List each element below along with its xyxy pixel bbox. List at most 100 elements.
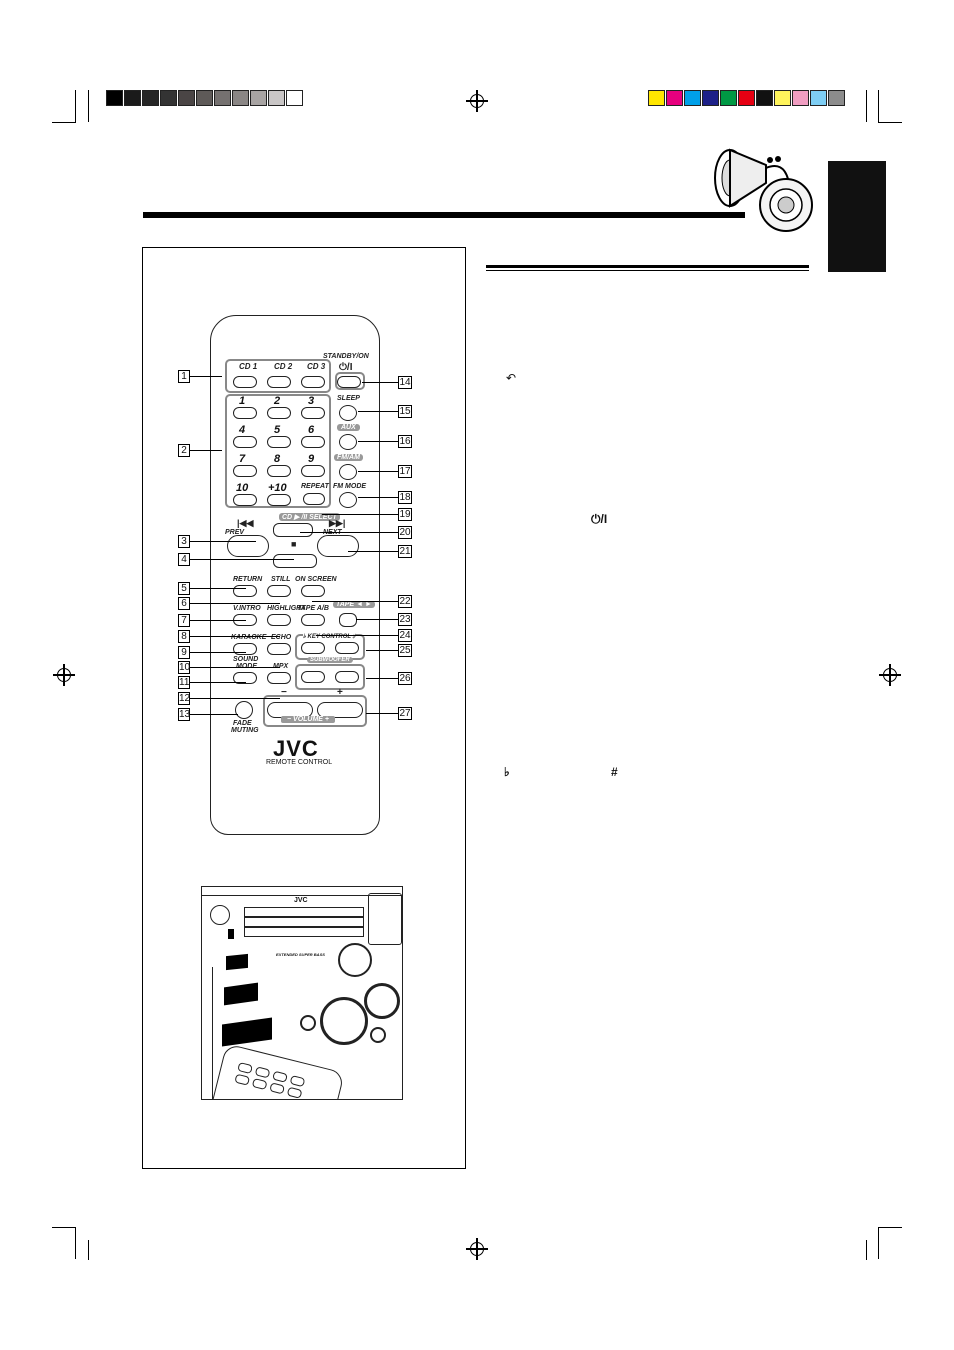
tape-button[interactable] (339, 613, 357, 627)
tapeab-button[interactable] (301, 614, 325, 626)
callout-24: 24 (398, 629, 412, 642)
callout-line (190, 588, 246, 589)
crop-mark (878, 1227, 879, 1259)
highlight-label: HIGHLIGHT (267, 605, 306, 612)
crop-mark (52, 1227, 76, 1228)
small-knob (300, 1015, 316, 1031)
crop-mark (878, 122, 902, 123)
key-sharp-button[interactable] (335, 642, 359, 654)
callout-15: 15 (398, 405, 412, 418)
crop-mark (866, 90, 867, 122)
onscreen-button[interactable] (301, 585, 325, 597)
sleep-button[interactable] (339, 405, 357, 421)
repeat-button[interactable] (303, 493, 325, 505)
key-flat-button[interactable] (301, 642, 325, 654)
num-8-button[interactable] (267, 465, 291, 477)
callout-17: 17 (398, 465, 412, 478)
num-plus10-button[interactable] (267, 494, 291, 506)
num-1-button[interactable] (233, 407, 257, 419)
play-pause-button[interactable] (273, 523, 313, 537)
num-10-button[interactable] (233, 494, 257, 506)
sleep-label: SLEEP (337, 395, 360, 402)
volume-group (263, 695, 367, 727)
aux-button[interactable] (339, 434, 357, 450)
color-swatch (702, 90, 719, 106)
mode-label: MODE (236, 663, 257, 670)
highlight-button[interactable] (267, 614, 291, 626)
subwoofer-up-button[interactable] (335, 671, 359, 683)
prev-button[interactable] (227, 535, 269, 557)
crop-mark (88, 1240, 89, 1260)
crop-mark (88, 90, 89, 122)
cd1-button[interactable] (233, 376, 257, 388)
fade-muting-button[interactable] (235, 701, 253, 719)
muting-label: MUTING (231, 727, 259, 734)
callout-line (190, 620, 246, 621)
num-7-button[interactable] (233, 465, 257, 477)
callout-4: 4 (178, 553, 190, 566)
minus-label: − (281, 687, 287, 698)
color-swatch (828, 90, 845, 106)
callout-line (190, 636, 280, 637)
standby-button[interactable] (337, 376, 361, 388)
echo-button[interactable] (267, 643, 291, 655)
crop-mark (52, 122, 76, 123)
color-swatch (250, 90, 267, 106)
callout-10: 10 (178, 661, 191, 674)
sound-label: SOUND (233, 656, 259, 663)
header-rule (143, 212, 745, 218)
color-swatch (810, 90, 827, 106)
color-swatch (756, 90, 773, 106)
return-label: RETURN (233, 576, 263, 583)
callout-20: 20 (398, 526, 412, 539)
mpx-button[interactable] (267, 672, 291, 684)
callout-line (348, 551, 398, 552)
stop-button[interactable] (273, 554, 317, 568)
still-button[interactable] (267, 585, 291, 597)
num-3-button[interactable] (301, 407, 325, 419)
fmam-label: FM/AM (334, 454, 363, 461)
crop-mark (878, 90, 879, 122)
num-8-label: 8 (274, 453, 281, 465)
callout-11: 11 (178, 676, 190, 689)
callout-line (366, 713, 398, 714)
callout-line (190, 376, 222, 377)
disc-tray-1 (244, 907, 364, 917)
color-swatch (268, 90, 285, 106)
num-2-button[interactable] (267, 407, 291, 419)
color-swatch (738, 90, 755, 106)
next-button[interactable] (317, 535, 359, 557)
num-9-button[interactable] (301, 465, 325, 477)
stop-icon: ■ (291, 539, 297, 549)
subwoofer-down-button[interactable] (301, 671, 325, 683)
fmam-button[interactable] (339, 464, 357, 480)
callout-16: 16 (398, 435, 412, 448)
plus-label: + (337, 687, 343, 698)
cd3-button[interactable] (301, 376, 325, 388)
cd2-button[interactable] (267, 376, 291, 388)
callout-12: 12 (178, 692, 191, 705)
callout-line (366, 650, 398, 651)
callout-13: 13 (178, 708, 191, 721)
mode-button[interactable] (233, 672, 257, 684)
num-6-button[interactable] (301, 436, 325, 448)
jog-dial (320, 997, 368, 1045)
callout-18: 18 (398, 491, 412, 504)
color-swatch (124, 90, 141, 106)
num-5-button[interactable] (267, 436, 291, 448)
tapeab-label: TAPE A/B (297, 605, 329, 612)
bass-knob (338, 943, 372, 977)
karaoke-button[interactable] (233, 643, 257, 655)
volume-up-button[interactable] (317, 702, 363, 718)
horn-illustration-icon (714, 148, 813, 232)
remote-control: STANDBY/ON ⏻/I CD 1 CD 2 CD 3 1 2 3 4 5 … (210, 315, 380, 835)
callout-5: 5 (178, 582, 190, 595)
color-swatch (178, 90, 195, 106)
fmmode-button[interactable] (339, 492, 357, 508)
crop-mark (878, 1227, 902, 1228)
cd-button-group (225, 359, 331, 393)
still-label: STILL (271, 576, 291, 583)
num-4-button[interactable] (233, 436, 257, 448)
color-swatch (666, 90, 683, 106)
return-button[interactable] (233, 585, 257, 597)
